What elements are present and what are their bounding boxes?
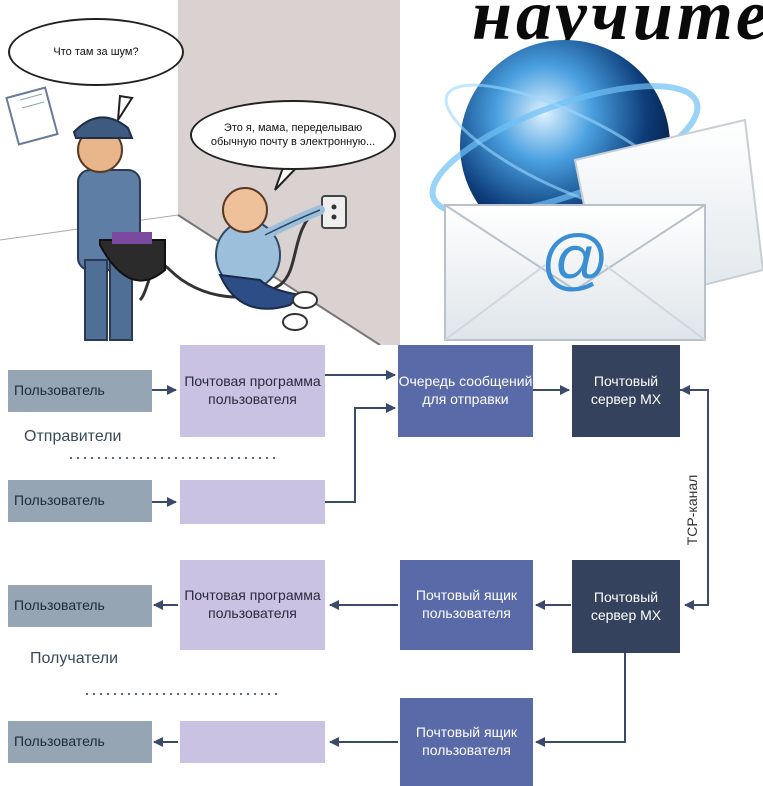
receivers-group-label: Получатели (30, 650, 119, 667)
sender-user-2: Пользователь (8, 480, 152, 522)
page-title-fragment: научите (472, 0, 763, 55)
mail-server-bottom-label: Почтовый сервер MX (590, 588, 662, 623)
receiver-mail-program: Почтовая программа пользователя (180, 560, 325, 650)
postman-speech-text: Что там за шум? (53, 45, 139, 58)
mail-server-top-label: Почтовый сервер MX (590, 373, 662, 407)
receiver-mail-program-2 (180, 721, 325, 763)
postman-speech-bubble: Что там за шум? (8, 18, 184, 86)
receiver-user-2: Пользователь (8, 721, 152, 763)
senders-group-label: Отправители (24, 428, 122, 445)
email-globe-illustration: @ (429, 40, 763, 341)
cartoon-illustration: Что там за шум? Это я, мама, переделываю… (0, 0, 400, 345)
sender-mail-program: Почтовая программа пользователя (180, 345, 325, 437)
receiver-mailbox-1: Почтовый ящик пользователя (400, 560, 533, 650)
mail-server-bottom: Почтовый сервер MX (572, 560, 680, 653)
sender-user-1-label: Пользователь (14, 382, 105, 399)
sender-mail-program-label: Почтовая программа пользователя (184, 373, 321, 407)
receiver-mailbox-2-label: Почтовый ящик пользователя (415, 724, 518, 758)
child-speech-text: Это я, мама, переделываю обычную почту в… (210, 121, 376, 148)
sender-user-1: Пользователь (8, 370, 152, 412)
receiver-user-1: Пользователь (8, 585, 152, 627)
receiver-user-2-label: Пользователь (14, 733, 105, 750)
receiver-mail-program-label: Почтовая программа пользователя (184, 587, 321, 621)
mail-server-top: Почтовый сервер MX (572, 345, 680, 437)
child-speech-bubble: Это я, мама, переделываю обычную почту в… (190, 100, 396, 170)
sender-user-2-label: Пользователь (14, 492, 105, 509)
receiver-user-1-label: Пользователь (14, 597, 105, 614)
outgoing-queue: Очередь сообщений для отправки (398, 345, 533, 437)
outgoing-queue-label: Очередь сообщений для отправки (398, 373, 533, 407)
tcp-channel-label: TCP-канал (684, 474, 700, 546)
at-sign-icon: @ (540, 221, 609, 297)
receiver-mailbox-2: Почтовый ящик пользователя (400, 698, 533, 786)
sender-mail-program-2 (180, 480, 325, 524)
cartoon-drawing (0, 0, 400, 345)
receiver-mailbox-1-label: Почтовый ящик пользователя (415, 587, 518, 621)
